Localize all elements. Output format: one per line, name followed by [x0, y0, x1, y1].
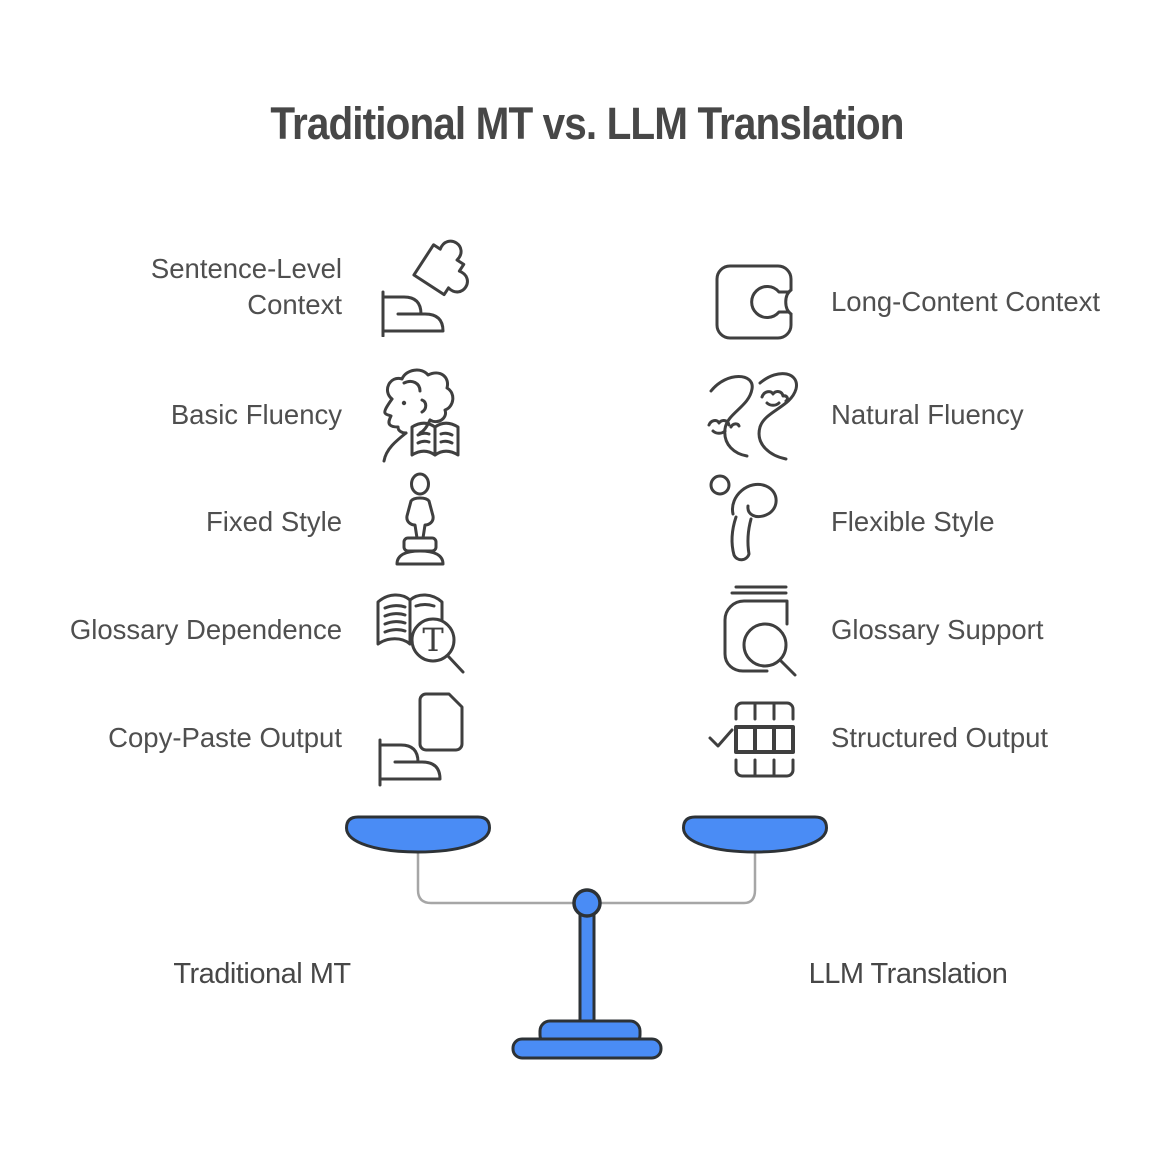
item-label: Copy-Paste Output	[108, 722, 342, 754]
item-label: Glossary Dependence	[69, 614, 342, 646]
left-item-basic-fluency: Basic Fluency	[45, 365, 470, 465]
page-title: Traditional MT vs. LLM Translation	[270, 98, 904, 149]
right-item-glossary-support: Glossary Support	[703, 580, 1163, 680]
statue-trophy-icon	[370, 472, 470, 572]
scale-pole	[578, 903, 596, 1029]
item-label: Long-Content Context	[831, 286, 1101, 318]
item-label: Natural Fluency	[831, 399, 1024, 431]
footer-label-traditional-mt: Traditional MT	[173, 958, 351, 990]
item-label: Basic Fluency	[170, 399, 342, 431]
left-item-sentence-level-context: Sentence-Level Context	[45, 237, 470, 338]
item-label: Flexible Style	[831, 506, 995, 538]
item-label: Fixed Style	[205, 506, 342, 538]
left-item-fixed-style: Fixed Style	[45, 472, 470, 572]
open-book-type-magnifier-icon: T	[370, 580, 470, 680]
left-pan	[345, 815, 491, 854]
document-on-hand-icon	[370, 688, 470, 788]
left-item-glossary-dependence: Glossary Dependence T	[45, 580, 470, 680]
right-item-long-content-context: Long-Content Context	[703, 252, 1163, 352]
balance-scale	[345, 815, 828, 1060]
right-item-structured-output: Structured Output	[703, 688, 1163, 788]
table-checkmark-icon	[703, 688, 803, 788]
scale-pivot	[572, 888, 602, 918]
item-label: Glossary Support	[831, 614, 1044, 646]
right-item-flexible-style: Flexible Style	[703, 472, 1163, 572]
footer-label-llm-translation: LLM Translation	[808, 958, 1008, 990]
svg-text:T: T	[422, 621, 444, 659]
winding-river-icon	[703, 365, 803, 465]
left-item-copy-paste-output: Copy-Paste Output	[45, 688, 470, 788]
puzzle-socket-c-icon	[703, 252, 803, 352]
flexible-person-icon	[703, 472, 803, 572]
item-label: Sentence-Level Context	[150, 253, 342, 320]
item-label: Structured Output	[831, 722, 1049, 754]
person-reading-book-icon	[370, 365, 470, 465]
right-item-natural-fluency: Natural Fluency	[703, 365, 1163, 465]
puzzle-piece-on-hand-icon	[370, 237, 470, 338]
right-pan	[682, 815, 828, 854]
scale-base-bottom	[511, 1037, 663, 1060]
book-magnifier-icon	[703, 580, 803, 680]
